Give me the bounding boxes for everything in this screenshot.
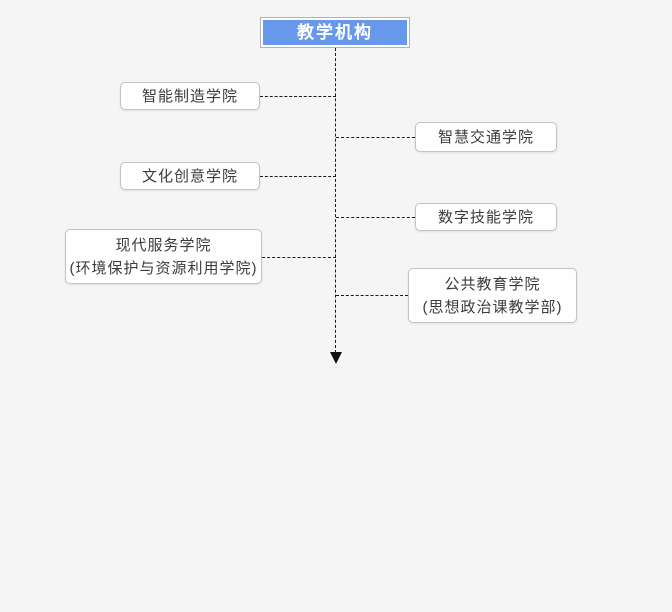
org-node-cultural-creativity-college: 文化创意学院 bbox=[120, 162, 260, 190]
connector-line bbox=[336, 295, 408, 296]
org-node-label: 现代服务学院 bbox=[115, 236, 212, 254]
connector-line bbox=[262, 257, 336, 258]
org-node-label: 智慧交通学院 bbox=[437, 128, 534, 146]
org-node-public-education-college: 公共教育学院 (思想政治课教学部) bbox=[408, 268, 577, 323]
root-node-teaching-institutions: 教学机构 bbox=[260, 17, 410, 48]
org-node-sublabel: (思想政治课教学部) bbox=[422, 298, 563, 316]
org-node-modern-service-college: 现代服务学院 (环境保护与资源利用学院) bbox=[65, 229, 262, 284]
root-node-label: 教学机构 bbox=[297, 23, 373, 42]
connector-line bbox=[336, 137, 415, 138]
connector-line bbox=[260, 96, 336, 97]
org-node-label: 公共教育学院 bbox=[444, 275, 541, 293]
org-node-label: 智能制造学院 bbox=[141, 87, 238, 105]
connector-line bbox=[260, 176, 336, 177]
org-node-sublabel: (环境保护与资源利用学院) bbox=[69, 259, 258, 277]
org-node-smart-transportation-college: 智慧交通学院 bbox=[415, 122, 557, 152]
org-node-intelligent-manufacturing-college: 智能制造学院 bbox=[120, 82, 260, 110]
arrow-down-icon bbox=[330, 352, 342, 364]
org-node-label: 文化创意学院 bbox=[141, 167, 238, 185]
trunk-dashed-line bbox=[335, 48, 336, 353]
org-node-label: 数字技能学院 bbox=[437, 208, 534, 226]
connector-line bbox=[336, 217, 415, 218]
org-node-digital-skills-college: 数字技能学院 bbox=[415, 203, 557, 231]
